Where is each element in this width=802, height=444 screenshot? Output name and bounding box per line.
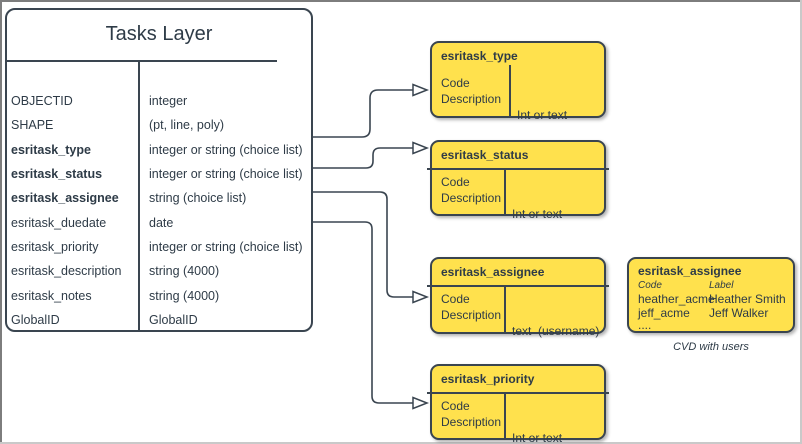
domain-keys: Code Description bbox=[441, 75, 501, 107]
table-row: GlobalID GlobalID bbox=[7, 308, 311, 332]
column-divider bbox=[504, 392, 506, 438]
cvd-user-label: Heather Smith bbox=[709, 292, 786, 306]
field-name: esritask_status bbox=[11, 167, 103, 182]
field-name: OBJECTID bbox=[11, 94, 73, 109]
cvd-user-code: heather_acme bbox=[638, 292, 715, 306]
title-divider bbox=[7, 60, 277, 62]
table-row: esritask_duedate date bbox=[7, 210, 311, 234]
cvd-user-label: Jeff Walker bbox=[709, 306, 769, 320]
title-divider bbox=[427, 285, 609, 287]
domain-title: esritask_priority bbox=[441, 372, 535, 386]
field-name: esritask_type bbox=[11, 142, 91, 157]
field-name: GlobalID bbox=[11, 312, 60, 327]
code-label: Code bbox=[441, 76, 470, 90]
table-row: SHAPE (pt, line, poly) bbox=[7, 113, 311, 137]
cvd-users-box: esritask_assignee Code Label heather_acm… bbox=[627, 257, 795, 333]
arrowhead-icon bbox=[412, 396, 430, 410]
canvas-border bbox=[800, 0, 802, 444]
canvas-border bbox=[0, 0, 2, 444]
cvd-user-code: jeff_acme bbox=[638, 306, 690, 320]
table-row: esritask_priority integer or string (cho… bbox=[7, 235, 311, 259]
canvas-border bbox=[0, 0, 802, 2]
connector-esritask-status bbox=[313, 147, 413, 169]
domain-box-esritask-status: esritask_status Code Description Int or … bbox=[427, 140, 609, 269]
field-name: esritask_assignee bbox=[11, 191, 119, 206]
field-type: integer bbox=[149, 94, 188, 109]
field-name: esritask_description bbox=[11, 264, 122, 279]
cvd-caption: CVD with users bbox=[673, 341, 749, 353]
table-row: esritask_type integer or string (choice … bbox=[7, 138, 311, 162]
field-name: esritask_duedate bbox=[11, 215, 107, 230]
cvd-code-header: Code bbox=[638, 280, 662, 291]
title-divider bbox=[427, 168, 609, 170]
table-row: esritask_notes string (4000) bbox=[7, 283, 311, 307]
table-row: esritask_assignee string (choice list) bbox=[7, 186, 311, 210]
connector-esritask-assignee bbox=[313, 191, 413, 298]
column-divider bbox=[509, 65, 511, 116]
field-type: (pt, line, poly) bbox=[149, 118, 225, 133]
cvd-more-indicator: .... bbox=[638, 318, 652, 332]
field-type: string (choice list) bbox=[149, 191, 247, 206]
arrowhead-icon bbox=[412, 290, 430, 304]
value-type-line: Int or text bbox=[512, 431, 563, 444]
tasks-layer-table: Tasks Layer OBJECTID integer SHAPE (pt, … bbox=[5, 8, 313, 332]
column-divider bbox=[504, 168, 506, 214]
domain-keys: Code Description bbox=[441, 291, 501, 323]
field-type: integer or string (choice list) bbox=[149, 167, 303, 182]
table-row: esritask_status integer or string (choic… bbox=[7, 162, 311, 186]
cvd-title: esritask_assignee bbox=[638, 264, 742, 278]
arrowhead-icon bbox=[412, 141, 430, 155]
code-label: Code bbox=[441, 399, 470, 413]
column-divider bbox=[138, 60, 140, 330]
column-divider bbox=[504, 285, 506, 332]
domain-title: esritask_assignee bbox=[441, 265, 545, 279]
domain-keys: Code Description bbox=[441, 174, 501, 206]
domain-types: Int or text text (255) bbox=[512, 398, 563, 444]
field-name: esritask_notes bbox=[11, 288, 92, 303]
title-divider bbox=[427, 392, 609, 394]
field-type: date bbox=[149, 215, 174, 230]
description-label: Description bbox=[441, 92, 502, 106]
cvd-label-header: Label bbox=[709, 280, 734, 291]
description-label: Description bbox=[441, 415, 502, 429]
table-row: OBJECTID integer bbox=[7, 89, 311, 113]
value-type-line: Int or text bbox=[512, 207, 563, 221]
field-type: string (4000) bbox=[149, 264, 220, 279]
connector-esritask-priority bbox=[313, 221, 413, 404]
domain-box-esritask-type: esritask_type Code Description Int or te… bbox=[430, 41, 606, 170]
domain-title: esritask_type bbox=[441, 49, 518, 63]
domain-title: esritask_status bbox=[441, 148, 529, 162]
code-label: Code bbox=[441, 175, 470, 189]
canvas-border bbox=[0, 442, 802, 444]
arrowhead-icon bbox=[412, 83, 430, 97]
field-name: esritask_priority bbox=[11, 239, 99, 254]
description-label: Description bbox=[441, 308, 502, 322]
domain-keys: Code Description bbox=[441, 398, 501, 430]
connector-esritask-type bbox=[313, 89, 413, 138]
field-type: string (4000) bbox=[149, 288, 220, 303]
field-type: integer or string (choice list) bbox=[149, 239, 303, 254]
value-type-line: Int or text bbox=[517, 108, 568, 122]
field-rows: OBJECTID integer SHAPE (pt, line, poly) … bbox=[7, 89, 311, 332]
field-type: integer or string (choice list) bbox=[149, 142, 303, 157]
code-label: Code bbox=[441, 292, 470, 306]
domain-box-esritask-priority: esritask_priority Code Description Int o… bbox=[427, 364, 609, 444]
field-name: SHAPE bbox=[11, 118, 54, 133]
table-row: esritask_description string (4000) bbox=[7, 259, 311, 283]
value-type-line: text (username) bbox=[512, 324, 600, 338]
table-title: Tasks Layer bbox=[105, 23, 213, 45]
field-type: GlobalID bbox=[149, 312, 198, 327]
domain-box-esritask-assignee: esritask_assignee Code Description text … bbox=[427, 257, 609, 386]
description-label: Description bbox=[441, 191, 502, 205]
